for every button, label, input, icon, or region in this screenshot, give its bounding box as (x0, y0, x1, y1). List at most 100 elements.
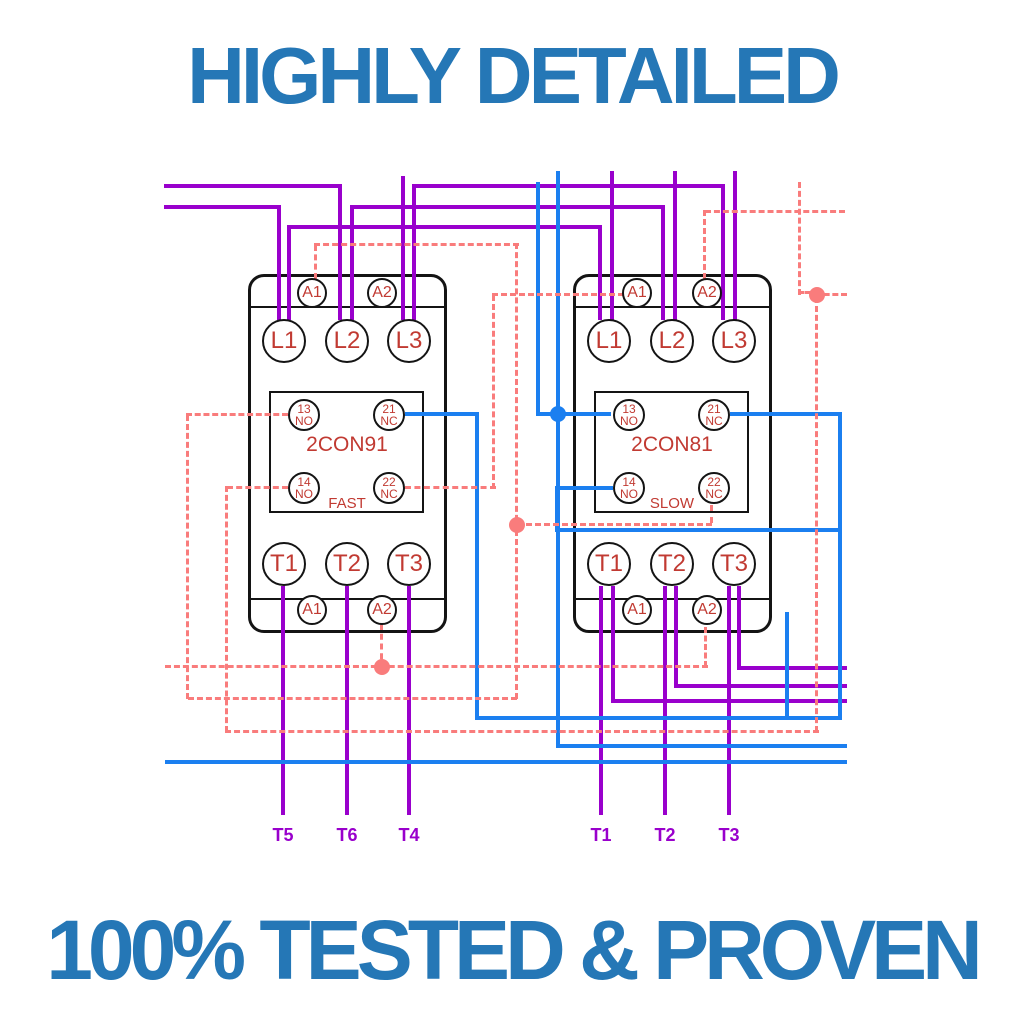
wire-purple (401, 176, 405, 320)
wire-dashed-red (188, 697, 517, 700)
wire-purple (412, 184, 416, 320)
wire-dashed-red (815, 293, 847, 296)
terminal-L1: L1 (262, 319, 306, 363)
terminal-T2: T2 (650, 542, 694, 586)
wire-purple (412, 184, 725, 188)
terminal-A1-bottom: A1 (622, 595, 652, 625)
wire-purple (350, 205, 665, 209)
wire-purple (610, 171, 614, 320)
wire-blue (475, 412, 479, 720)
wire-blue (536, 412, 611, 416)
wire-purple (611, 586, 615, 703)
wire-purple (338, 184, 342, 320)
wire-dashed-red (798, 182, 801, 295)
wire-purple (287, 225, 602, 229)
wire-blue (555, 486, 559, 530)
wire-blue (556, 414, 560, 748)
wire-purple (673, 171, 677, 320)
terminal-A1-top: A1 (622, 278, 652, 308)
wire-dashed-red (492, 293, 624, 296)
wire-purple (598, 225, 602, 320)
junction-dot (809, 287, 825, 303)
wire-purple (733, 171, 737, 320)
terminal-A2-bottom: A2 (692, 595, 722, 625)
terminal-A1-top: A1 (297, 278, 327, 308)
output-label-T6: T6 (336, 825, 358, 845)
wire-purple (674, 684, 847, 688)
wire-dashed-red (405, 486, 496, 489)
output-label-T3: T3 (718, 825, 740, 845)
wire-dashed-red (186, 413, 288, 416)
terminal-L3: L3 (712, 319, 756, 363)
wire-purple (287, 225, 291, 320)
terminal-T2: T2 (325, 542, 369, 586)
wire-dashed-red (515, 243, 518, 530)
terminal-T3: T3 (387, 542, 431, 586)
wire-purple (164, 184, 342, 188)
junction-dot (374, 659, 390, 675)
wire-blue (475, 716, 842, 720)
wire-purple (737, 666, 847, 670)
wire-dashed-red (515, 530, 518, 699)
wire-blue (785, 612, 789, 716)
junction-dot (550, 406, 566, 422)
wire-purple (407, 586, 411, 815)
output-label-T2: T2 (654, 825, 676, 845)
contactor-divider (573, 598, 772, 600)
wire-dashed-red (186, 415, 189, 699)
wire-blue (555, 528, 842, 532)
wire-blue (556, 171, 560, 414)
wire-blue (730, 412, 842, 416)
wire-dashed-red (703, 210, 706, 279)
terminal-A2-bottom: A2 (367, 595, 397, 625)
wire-blue (838, 412, 842, 716)
wire-dashed-red (705, 210, 845, 213)
output-label-T1: T1 (590, 825, 612, 845)
terminal-L2: L2 (325, 319, 369, 363)
wire-dashed-red (517, 523, 712, 526)
contactor-divider (573, 306, 772, 308)
wire-dashed-red (380, 624, 383, 669)
speed-label: FAST (328, 494, 366, 512)
wire-dashed-red (710, 505, 713, 523)
wire-dashed-red (165, 665, 708, 668)
terminal-T1: T1 (587, 542, 631, 586)
wire-dashed-red (492, 295, 495, 489)
wire-dashed-red (815, 297, 818, 732)
wire-purple (674, 586, 678, 688)
wire-blue (557, 486, 613, 490)
wire-purple (277, 205, 281, 320)
wire-dashed-red (798, 291, 817, 294)
wire-purple (281, 586, 285, 815)
terminal-T3: T3 (712, 542, 756, 586)
terminal-L2: L2 (650, 319, 694, 363)
wire-purple (737, 586, 741, 670)
speed-label: SLOW (649, 494, 695, 512)
terminal-L1: L1 (587, 319, 631, 363)
output-label-T4: T4 (398, 825, 420, 845)
top-headline: HIGHLY DETAILED (187, 31, 841, 120)
output-label-T5: T5 (272, 825, 294, 845)
wire-blue (165, 760, 847, 764)
wire-dashed-red (225, 730, 819, 733)
wire-dashed-red (225, 486, 228, 732)
terminal-A1-bottom: A1 (297, 595, 327, 625)
contactor-name: 2CON81 (631, 432, 713, 456)
wire-purple (350, 205, 354, 320)
wire-purple (164, 205, 281, 209)
wire-purple (599, 586, 603, 815)
bottom-headline: 100% TESTED & PROVEN (46, 903, 983, 997)
wire-purple (661, 205, 665, 320)
wire-purple (345, 586, 349, 815)
wire-dashed-red (704, 627, 707, 667)
wire-blue (536, 182, 540, 416)
wire-blue (556, 744, 847, 748)
